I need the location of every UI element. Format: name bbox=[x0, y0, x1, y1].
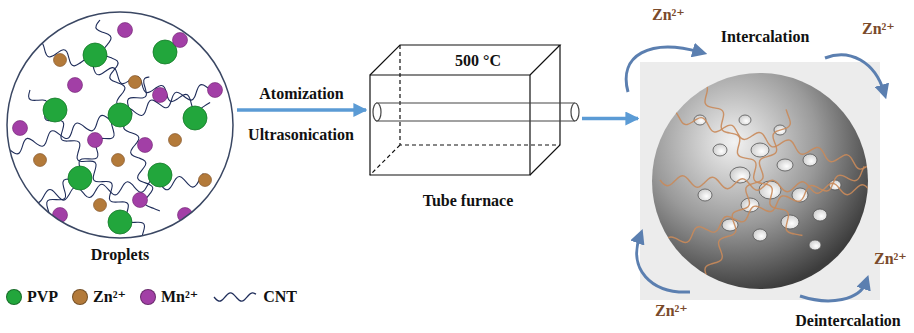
process-label: Intercalation bbox=[721, 28, 810, 46]
process-arrow bbox=[582, 117, 638, 121]
porous-sphere bbox=[652, 73, 868, 289]
droplet-contents bbox=[5, 20, 223, 243]
ion-label: Zn²⁺ bbox=[652, 6, 685, 24]
sphere-panel bbox=[640, 62, 880, 300]
tube-furnace-box: 500 °CTube furnace bbox=[368, 45, 580, 175]
porous-sphere-node: IntercalationDeintercalation bbox=[640, 62, 880, 300]
circle-outline bbox=[5, 10, 235, 240]
droplet-circle: Droplets bbox=[5, 10, 235, 240]
sphere-pores bbox=[650, 70, 879, 290]
legend-item: PVP bbox=[6, 288, 58, 306]
legend-text: PVP bbox=[27, 288, 58, 306]
legend-swatch bbox=[6, 289, 22, 305]
legend-text: Mn²⁺ bbox=[161, 287, 198, 306]
legend-text: CNT bbox=[263, 288, 297, 306]
tube-furnace bbox=[370, 45, 579, 175]
legend-item: Mn²⁺ bbox=[140, 287, 198, 306]
process-label: Deintercalation bbox=[795, 312, 900, 330]
node-caption: Tube furnace bbox=[423, 192, 514, 210]
legend-text: Zn²⁺ bbox=[93, 287, 126, 306]
legend-item: CNT bbox=[212, 288, 297, 306]
process-label: Ultrasonication bbox=[248, 126, 354, 144]
node-caption: Droplets bbox=[91, 246, 149, 264]
legend-swatch bbox=[140, 289, 156, 305]
process-label: Atomization bbox=[259, 85, 343, 103]
temperature-label: 500 °C bbox=[455, 52, 501, 70]
ion-label: Zn²⁺ bbox=[655, 302, 688, 320]
legend-swatch bbox=[72, 289, 88, 305]
ion-label: Zn²⁺ bbox=[862, 20, 895, 38]
legend-line-sample bbox=[212, 289, 258, 305]
ion-label: Zn²⁺ bbox=[874, 250, 907, 268]
process-arrow bbox=[237, 108, 366, 112]
legend: PVP Zn²⁺ Mn²⁺ CNT bbox=[6, 287, 297, 306]
ion-arrows bbox=[626, 47, 884, 301]
legend-item: Zn²⁺ bbox=[72, 287, 126, 306]
